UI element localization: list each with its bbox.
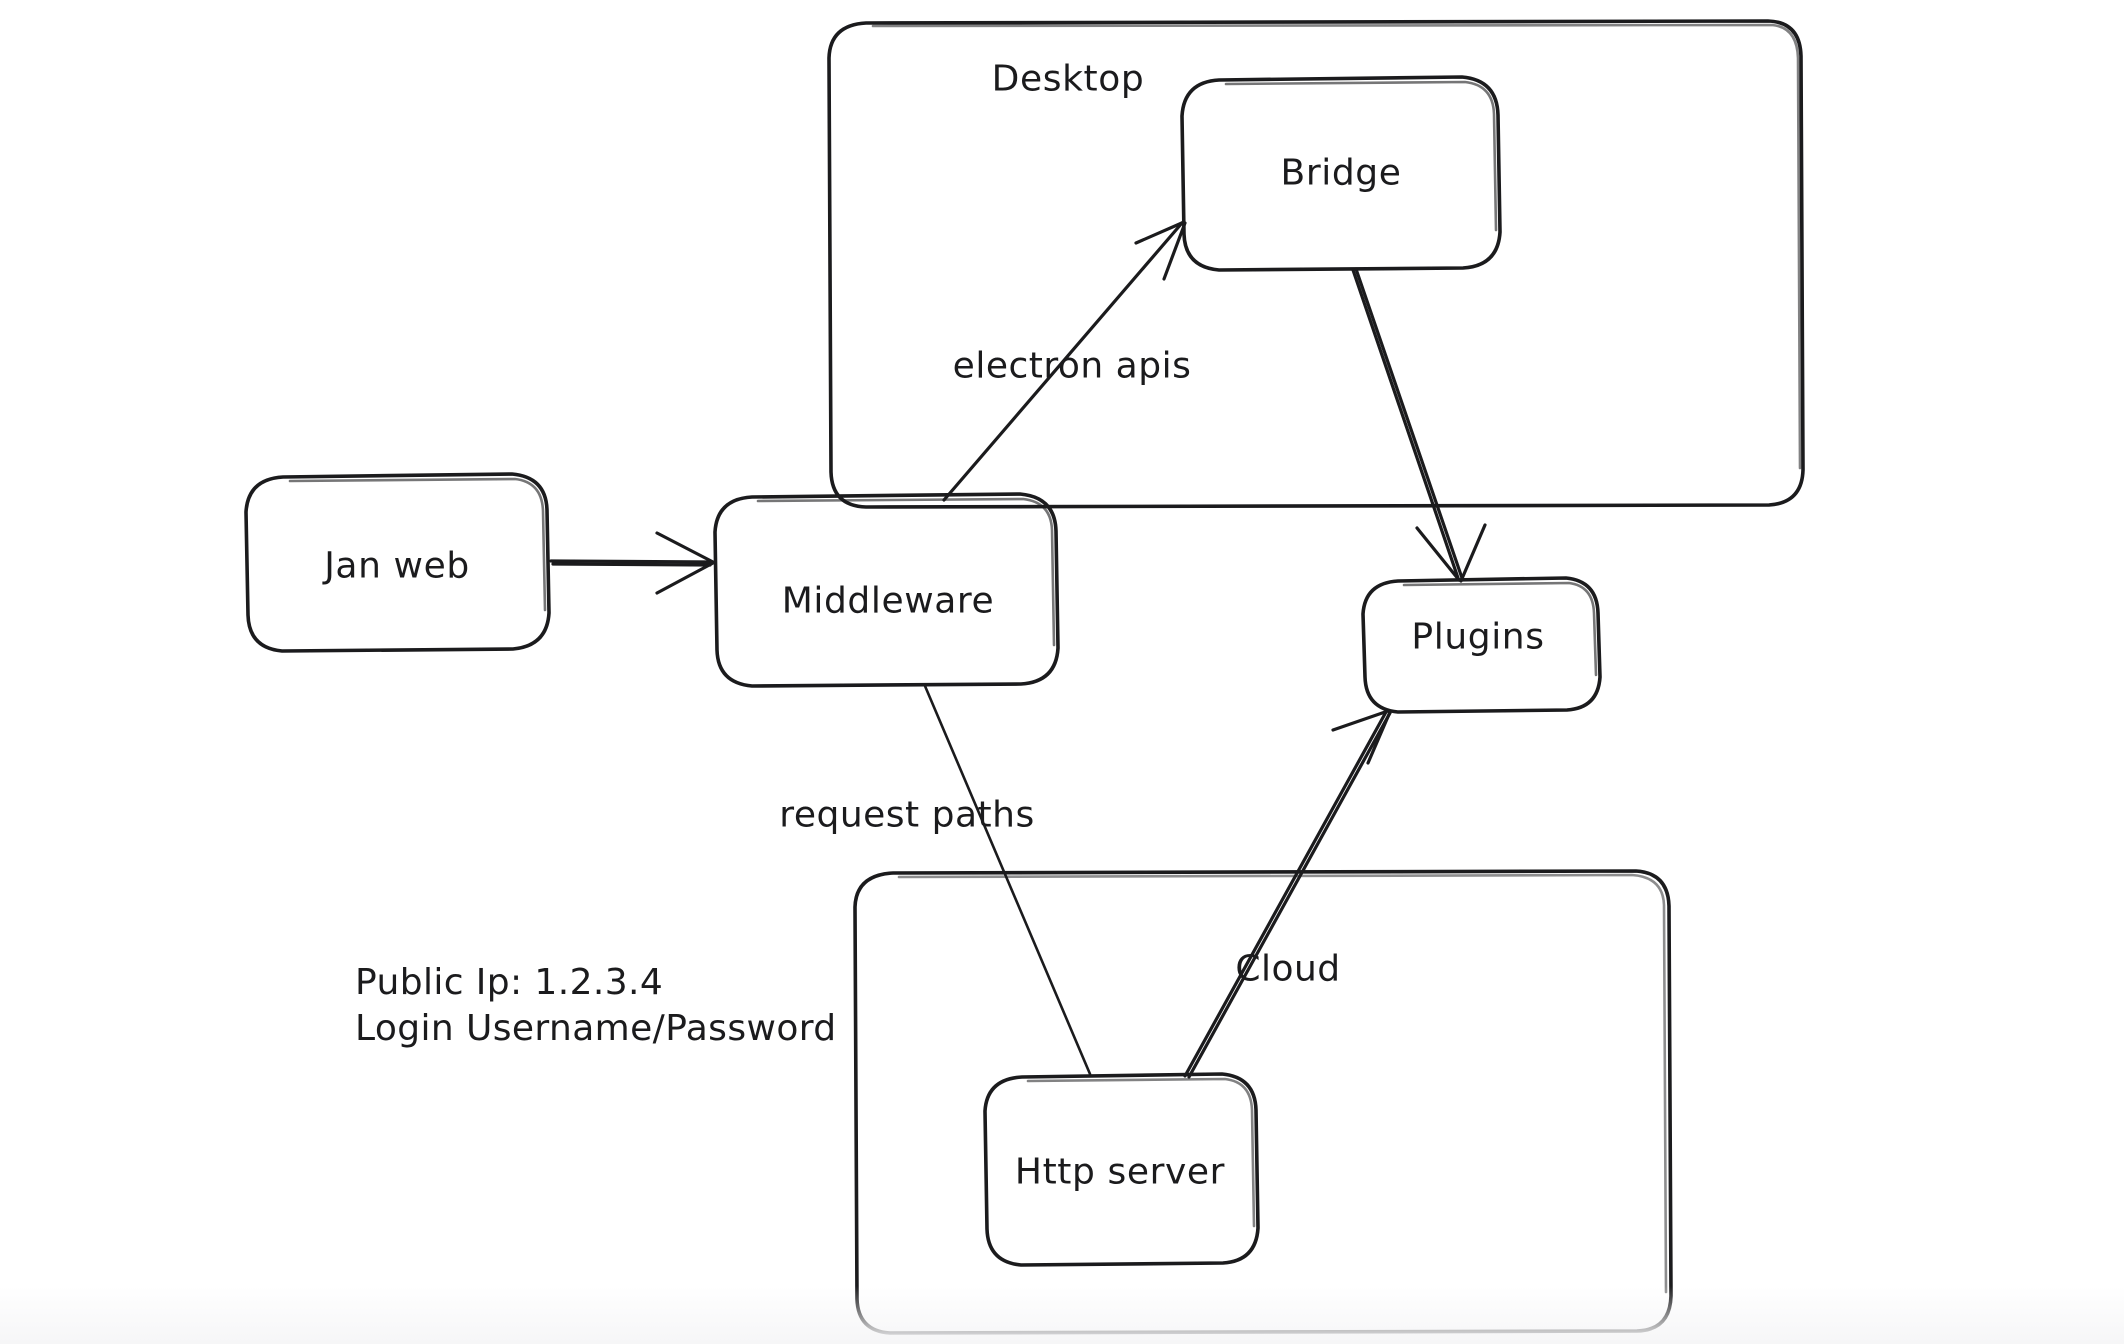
edge-http-server-to-plugins <box>1183 709 1392 1079</box>
node-middleware-label[interactable]: Middleware <box>781 580 995 622</box>
node-http-server-outline <box>983 1072 1260 1267</box>
edge-label-request-paths: request paths <box>779 794 1035 836</box>
node-http-server-label[interactable]: Http server <box>1014 1151 1226 1193</box>
edge-middleware-to-bridge <box>942 220 1187 502</box>
edge-label-cloud: Cloud <box>1235 948 1341 990</box>
edge-label-electron-apis: electron apis <box>952 345 1192 387</box>
node-bridge-label[interactable]: Bridge <box>1280 152 1402 194</box>
edge-bridge-to-plugins <box>1351 267 1487 583</box>
node-plugins-outline <box>1361 576 1602 714</box>
notes-block: Public Ip: 1.2.3.4 Login Username/Passwo… <box>355 960 837 1052</box>
container-desktop-label: Desktop <box>991 58 1145 100</box>
note-login-credentials: Login Username/Password <box>355 1008 837 1050</box>
node-bridge-outline <box>1180 75 1502 272</box>
container-desktop-outline <box>827 19 1805 509</box>
edge-middleware-to-http-server <box>923 684 1092 1076</box>
note-public-ip: Public Ip: 1.2.3.4 <box>355 962 664 1003</box>
node-plugins-label[interactable]: Plugins <box>1411 616 1545 658</box>
edge-jan-web-to-middleware <box>549 531 715 595</box>
node-jan-web-label[interactable]: Jan web <box>324 545 470 587</box>
node-jan-web-outline <box>244 472 551 653</box>
node-middleware-outline <box>713 492 1060 688</box>
